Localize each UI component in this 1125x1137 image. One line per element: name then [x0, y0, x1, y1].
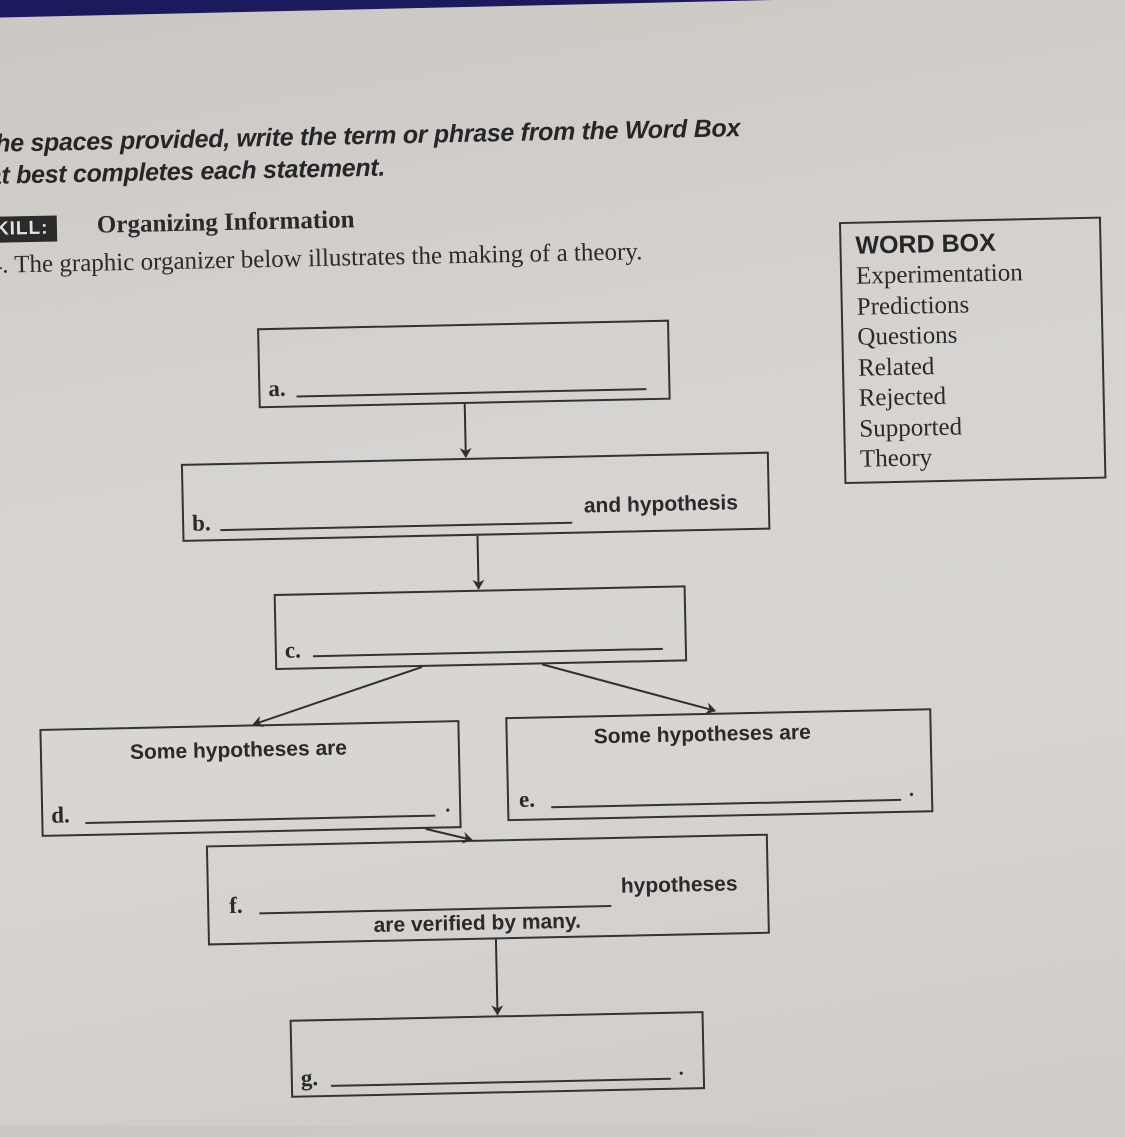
organizer-box-d: Some hypotheses are d. .: [39, 720, 462, 837]
label-c: c.: [284, 637, 302, 663]
period-g: .: [678, 1057, 684, 1080]
organizer-box-f: f. hypotheses are verified by many.: [205, 833, 770, 946]
label-g: g.: [300, 1065, 319, 1091]
instructions-line-1: the spaces provided, write the term or p…: [0, 114, 741, 158]
word-box-list: Experimentation Predictions Questions Re…: [856, 258, 1027, 475]
word-box-item: Rejected: [858, 382, 947, 412]
arrow-d-to-f: [425, 827, 473, 844]
text-e-prompt: Some hypotheses are: [593, 720, 811, 749]
arrow-c-to-e: [541, 663, 717, 715]
blank-c[interactable]: [312, 647, 663, 658]
label-a: a.: [268, 375, 286, 402]
label-e: e.: [518, 786, 536, 812]
label-d: d.: [50, 802, 71, 828]
word-box-item: Experimentation: [855, 259, 1023, 290]
arrow-c-to-d: [252, 665, 423, 728]
instructions-line-2: at best completes each statement.: [0, 153, 386, 190]
word-box-item: Theory: [859, 444, 933, 473]
arrow-a-to-b: [459, 403, 472, 458]
arrow-b-to-c: [472, 535, 485, 590]
period-e: .: [908, 778, 915, 801]
blank-a[interactable]: [296, 388, 647, 398]
organizer-box-c: c.: [273, 585, 688, 670]
organizer-box-g: g. .: [289, 1011, 706, 1098]
text-b-suffix: and hypothesis: [583, 491, 739, 518]
blank-e[interactable]: [551, 798, 902, 809]
period-d: .: [444, 794, 451, 817]
organizer-box-e: Some hypotheses are e. .: [505, 708, 934, 822]
blank-d[interactable]: [85, 814, 436, 824]
organizer-box-b: b. and hypothesis: [180, 451, 771, 542]
organizer-box-a: a.: [257, 319, 671, 409]
text-d-prompt: Some hypotheses are: [129, 736, 348, 765]
word-box: WORD BOX Experimentation Predictions Que…: [838, 216, 1107, 485]
label-b: b.: [191, 510, 211, 536]
text-f-line2: are verified by many.: [373, 909, 582, 937]
word-box-item: Supported: [859, 413, 963, 443]
blank-g[interactable]: [330, 1077, 671, 1087]
blank-b[interactable]: [220, 521, 573, 532]
question-text: 4. The graphic organizer below illustrat…: [0, 238, 643, 279]
word-box-item: Related: [857, 352, 935, 382]
word-box-item: Predictions: [856, 290, 970, 321]
word-box-title: WORD BOX: [855, 228, 997, 260]
skill-title: Organizing Information: [96, 206, 355, 239]
arrow-f-to-g: [491, 939, 504, 1016]
word-box-item: Questions: [857, 321, 958, 351]
label-f: f.: [228, 892, 243, 919]
skill-badge: KILL:: [0, 215, 57, 243]
text-f-suffix: hypotheses: [620, 872, 738, 898]
